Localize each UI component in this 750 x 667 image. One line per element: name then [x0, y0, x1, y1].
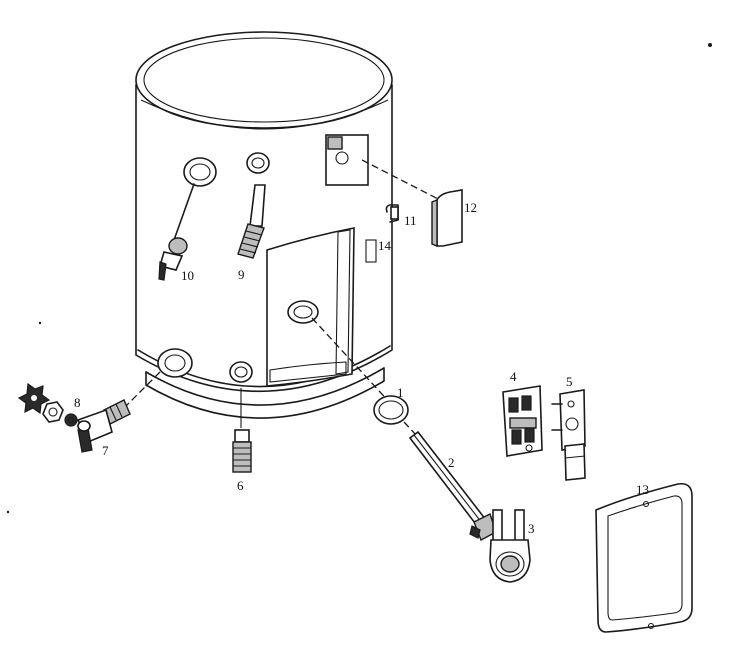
upper-cover: [431, 189, 463, 248]
stray-mark: [6, 510, 10, 514]
leader-lines: [123, 159, 445, 451]
label-part-3: 3: [528, 521, 535, 536]
label-part-2: 2: [448, 455, 455, 470]
label-part-12: 12: [464, 200, 477, 215]
stray-mark: [708, 43, 712, 47]
drain-valve-nut: [42, 401, 64, 423]
label-part-5: 5: [566, 374, 573, 389]
label-part-9: 9: [238, 267, 245, 282]
drain-valve-knob-icon: [17, 382, 51, 415]
label-part-10: 10: [181, 268, 194, 283]
relief-valve: [158, 237, 188, 281]
heating-element: [408, 430, 497, 541]
top-left-fitting: [183, 157, 217, 187]
thermostat: [502, 385, 543, 457]
label-part-8: 8: [74, 395, 81, 410]
drain-valve: [76, 399, 131, 453]
top-right-fitting: [246, 152, 270, 174]
cold-inlet-nipple: [232, 429, 252, 473]
drain-port: [157, 348, 193, 378]
label-part-1: 1: [397, 385, 404, 400]
label-part-7: 7: [102, 443, 109, 458]
stray-mark: [38, 321, 42, 325]
lower-cover: [595, 482, 693, 633]
drain-valve-washer: [64, 413, 78, 427]
label-part-6: 6: [237, 478, 244, 493]
thermostat-plate: [551, 389, 586, 481]
thermostat-clip: [385, 204, 399, 223]
label-part-14: 14: [378, 238, 392, 253]
label-part-11: 11: [404, 213, 417, 228]
label-part-4: 4: [510, 369, 517, 384]
label-part-13: 13: [636, 482, 649, 497]
element-port: [287, 300, 319, 324]
thermostat-bracket: [325, 134, 377, 263]
callout-labels: 1 2 3 4 5 6 7 8 9 10 11 12 13 14: [74, 200, 649, 536]
cold-inlet-port: [229, 361, 253, 383]
element-gasket: [373, 395, 409, 425]
element-bracket: [489, 509, 531, 583]
hot-outlet-nipple: [237, 184, 266, 259]
